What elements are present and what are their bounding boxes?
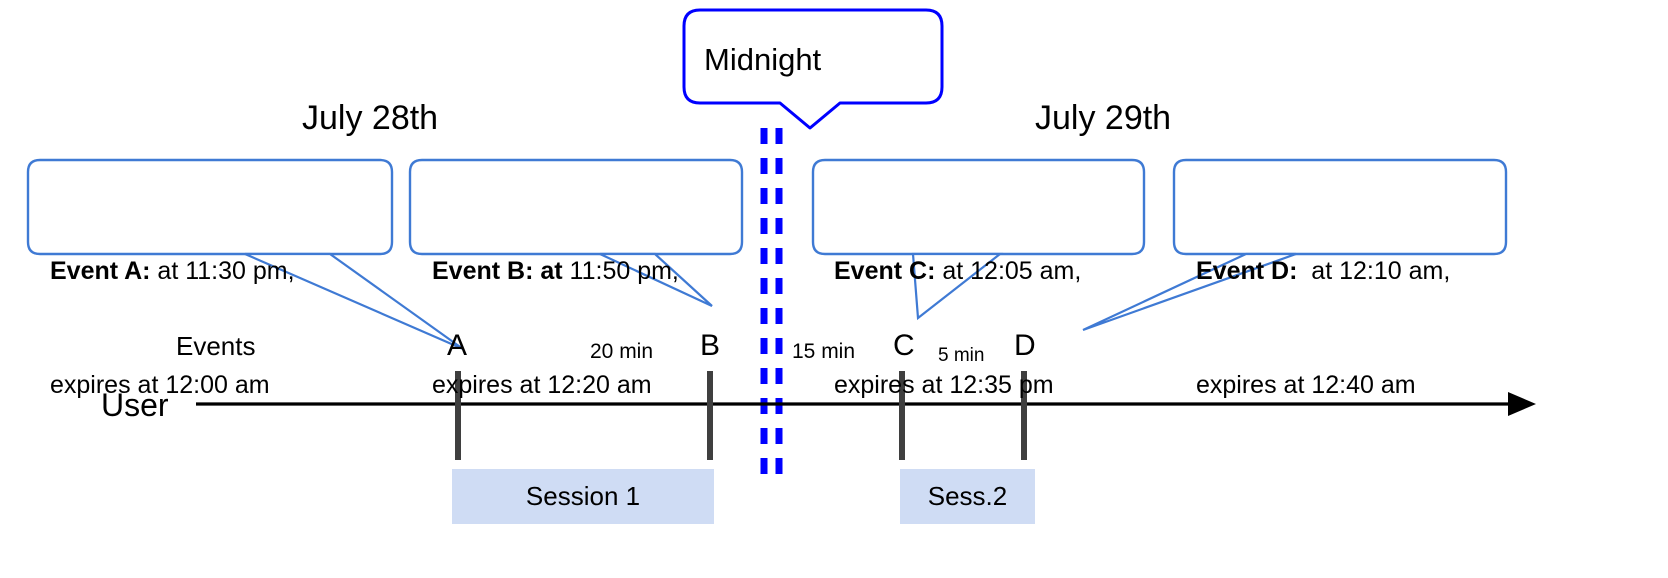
event-c-callout-text: Event C: at 12:05 am, expires at 12:35 p… bbox=[834, 176, 1081, 480]
gap-label-b-to-c: 15 min bbox=[792, 340, 856, 363]
gap-label-a-to-b: 20 min bbox=[590, 340, 654, 363]
timeline-ticks bbox=[455, 371, 1027, 460]
tick-label-b: B bbox=[700, 329, 721, 362]
event-d-line1: Event D: at 12:10 am, bbox=[1196, 252, 1450, 290]
event-a-callout-shell bbox=[26, 158, 464, 351]
event-c-line2: expires at 12:35 pm bbox=[834, 371, 1054, 399]
event-c-rest: at 12:05 am, bbox=[935, 257, 1082, 285]
event-d-rest: at 12:10 am, bbox=[1297, 257, 1451, 285]
midnight-dashed-line bbox=[760, 128, 783, 478]
event-d-bold: Event D: bbox=[1196, 257, 1298, 285]
tick-label-a: A bbox=[447, 329, 468, 362]
event-b-bold: Event B: at bbox=[432, 257, 563, 285]
session-1-label: Session 1 bbox=[525, 481, 641, 511]
event-d-callout-text: Event D: at 12:10 am, expires at 12:40 a… bbox=[1196, 176, 1450, 480]
event-a-line2: expires at 12:00 am bbox=[50, 371, 270, 399]
midnight-label: Midnight bbox=[704, 42, 822, 77]
timeline-axis bbox=[196, 392, 1536, 416]
event-a-line1: Event A: at 11:30 pm, bbox=[50, 252, 295, 290]
session-block-1: Session 1 bbox=[452, 469, 714, 524]
axis-row-label-user: User bbox=[101, 387, 169, 423]
event-b-callout-shell bbox=[408, 158, 744, 307]
gap-label-c-to-d: 5 min bbox=[938, 345, 985, 366]
event-b-rest: 11:50 pm, bbox=[562, 257, 679, 285]
event-c-callout-shell bbox=[811, 158, 1146, 321]
event-a-rest: at 11:30 pm, bbox=[150, 257, 295, 285]
event-c-bold: Event C: bbox=[834, 257, 936, 285]
tick-label-c: C bbox=[893, 329, 915, 362]
event-b-callout-text: Event B: at 11:50 pm, expires at 12:20 a… bbox=[432, 176, 679, 480]
event-a-bold: Event A: bbox=[50, 257, 151, 285]
event-a-callout-text: Event A: at 11:30 pm, expires at 12:00 a… bbox=[50, 176, 295, 480]
event-d-line2: expires at 12:40 am bbox=[1196, 371, 1416, 399]
day-label-july-28: July 28th bbox=[302, 99, 439, 137]
event-d-callout-shell bbox=[1082, 158, 1508, 332]
session-block-2: Sess.2 bbox=[900, 469, 1035, 524]
axis-events-label: Events bbox=[176, 331, 256, 361]
tick-label-d: D bbox=[1014, 329, 1036, 362]
event-b-line2: expires at 12:20 am bbox=[432, 371, 652, 399]
session-2-label: Sess.2 bbox=[927, 481, 1008, 511]
day-label-july-29: July 29th bbox=[1035, 99, 1172, 137]
event-c-line1: Event C: at 12:05 am, bbox=[834, 252, 1081, 290]
event-b-line1: Event B: at 11:50 pm, bbox=[432, 252, 679, 290]
